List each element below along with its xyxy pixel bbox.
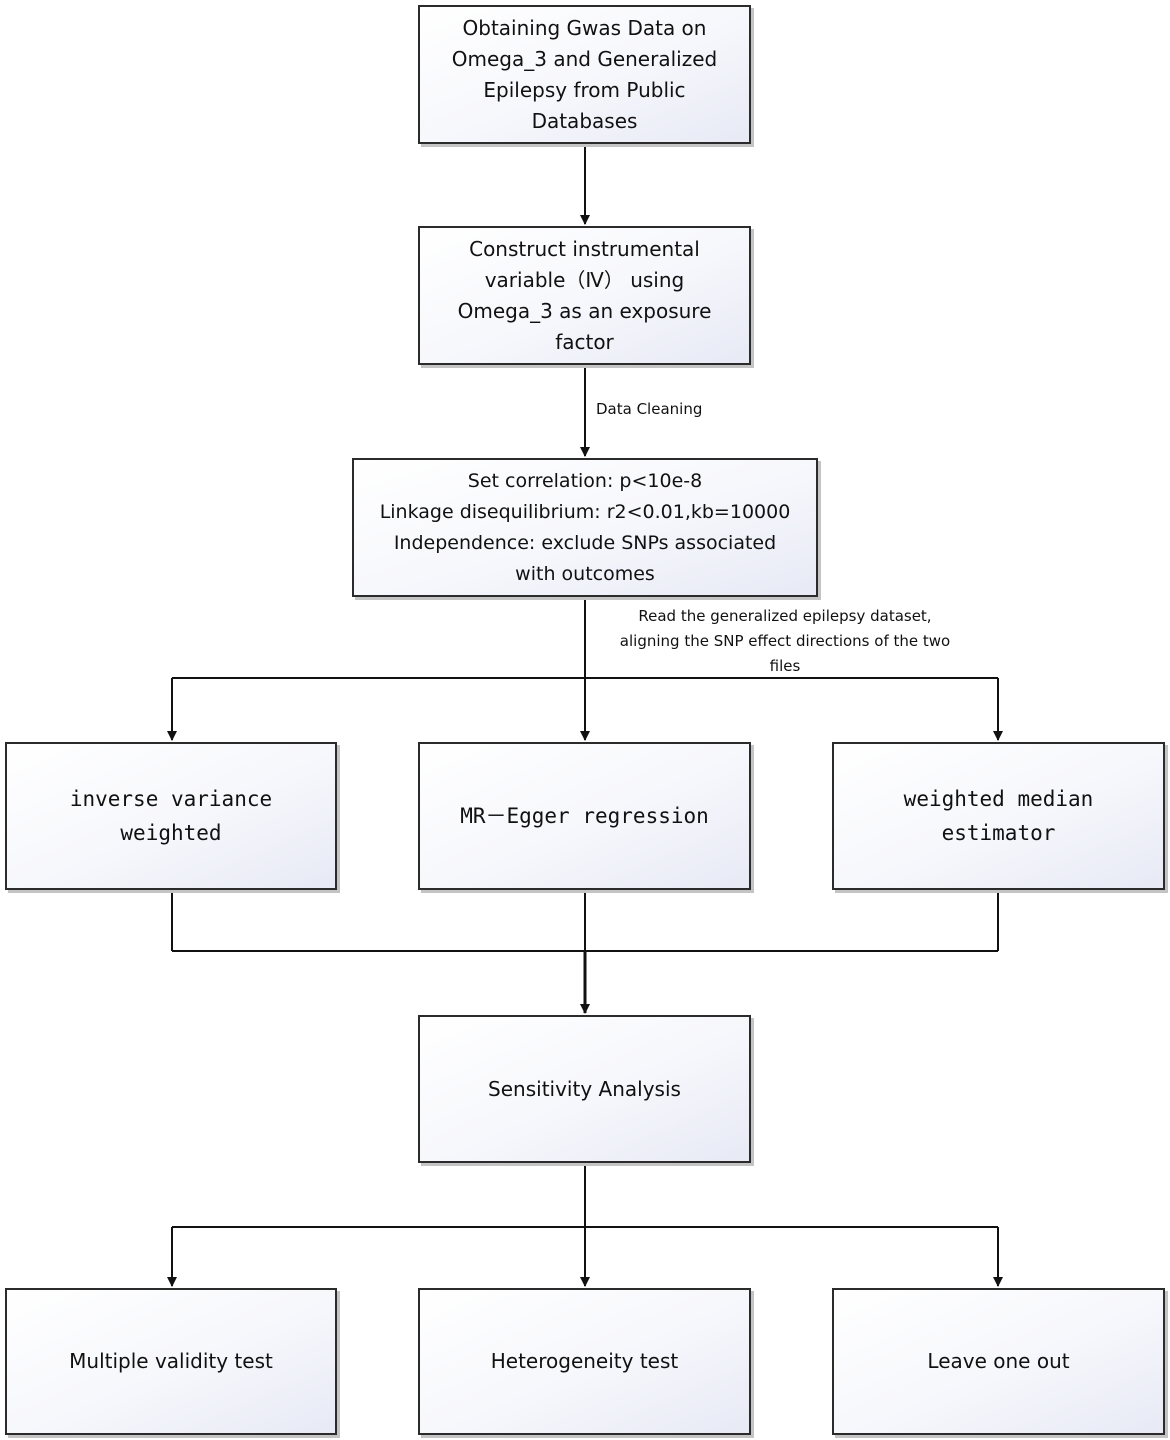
step-sensitivity-analysis-text: Sensitivity Analysis — [488, 1076, 681, 1101]
step-sensitivity-analysis-box: Sensitivity Analysis — [418, 1015, 751, 1163]
method-mr-egger-box: MR－Egger regression — [418, 742, 751, 890]
edge-label-align-dataset: Read the generalized epilepsy dataset,al… — [619, 607, 951, 675]
edge-label-data-cleaning: Data Cleaning — [596, 400, 703, 418]
test-leave-one-out-text: Leave one out — [927, 1349, 1070, 1373]
method-mr-egger-text: MR－Egger regression — [460, 804, 709, 828]
test-heterogeneity-box: Heterogeneity test — [418, 1288, 751, 1435]
test-multiple-validity-text: Multiple validity test — [69, 1349, 273, 1373]
test-heterogeneity-text: Heterogeneity test — [490, 1349, 679, 1373]
test-multiple-validity-box: Multiple validity test — [5, 1288, 337, 1435]
test-leave-one-out-box: Leave one out — [832, 1288, 1165, 1435]
